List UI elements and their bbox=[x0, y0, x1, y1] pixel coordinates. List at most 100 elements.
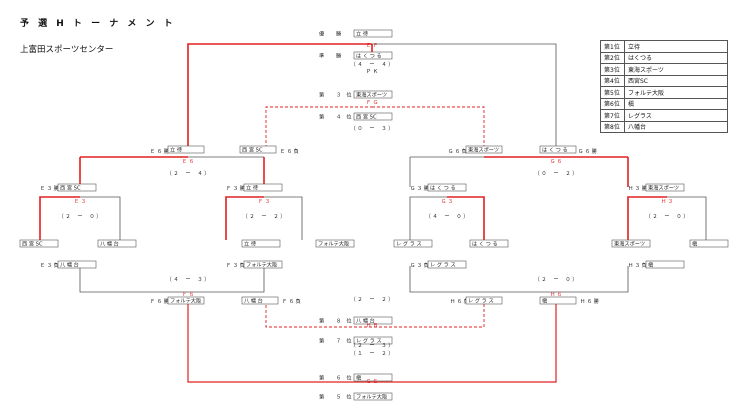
final-red-line bbox=[187, 43, 372, 146]
quarter-team: 東海スポーツ bbox=[648, 184, 679, 192]
lower-line bbox=[188, 266, 265, 293]
quarter-team: 西 宮 SC bbox=[60, 184, 81, 192]
semi-label: Ｅ ６ 負 bbox=[280, 147, 299, 155]
rank-label: 第8位 bbox=[600, 120, 625, 133]
lower-semi-label: Ｆ ６ 負 bbox=[282, 297, 301, 305]
center-place-label: 第 bbox=[319, 317, 324, 325]
quarter-label: Ｆ ３ 勝 bbox=[226, 184, 246, 192]
center-team-name-box bbox=[353, 392, 393, 401]
semi-team-box bbox=[239, 145, 277, 154]
semi-team: 東海スポーツ bbox=[468, 146, 499, 154]
first-round-team-box bbox=[611, 239, 651, 248]
first-round-team-box bbox=[97, 239, 137, 248]
rank-team: はくつる bbox=[624, 51, 728, 64]
quarter-line bbox=[39, 196, 80, 240]
quarter-label: Ｇ ３ 勝 bbox=[410, 184, 430, 192]
quarter-line bbox=[667, 196, 707, 240]
center-score: Ｐ Ｋ bbox=[366, 69, 378, 75]
rank-team: 立待 bbox=[624, 40, 728, 53]
center-score: （ ０ ー ３ ） bbox=[351, 125, 394, 132]
quarter-team: は く つ る bbox=[430, 185, 456, 192]
lower-semi-team: 八 幡 台 bbox=[244, 297, 263, 305]
final-line bbox=[372, 43, 557, 146]
center-team-name: 八 幡 台 bbox=[356, 317, 375, 325]
lower-semi-label: Ｈ ６ 勝 bbox=[580, 297, 600, 305]
center-team-name-box bbox=[353, 29, 393, 38]
first-round-team-box bbox=[315, 239, 355, 248]
semi-team-box bbox=[465, 145, 503, 154]
center-match-code: Ｈ Ｂ bbox=[366, 323, 378, 329]
ranking-row: 第2位はくつる bbox=[600, 51, 728, 64]
quarter-team-box bbox=[57, 183, 97, 192]
ranking-row: 第1位立待 bbox=[600, 40, 728, 53]
quarter-line bbox=[264, 196, 303, 240]
quarter-team-box bbox=[645, 183, 685, 192]
center-place-label: 第 bbox=[319, 374, 324, 382]
quarter-team-box bbox=[243, 183, 283, 192]
center-team-name: 西 宮 SC bbox=[356, 113, 377, 121]
center-team-name: は く つ る bbox=[356, 53, 382, 60]
center-place-label: 準 bbox=[319, 52, 324, 60]
first-round-team-box bbox=[689, 239, 729, 248]
center-match-code: Ｇ Ｅ bbox=[366, 379, 378, 385]
lower-semi-team: レ グ ラ ス bbox=[468, 297, 494, 305]
center-score: （ ４ ー ４ ） bbox=[351, 61, 394, 68]
semi-label: Ｅ ６ 勝 bbox=[150, 147, 170, 155]
center-team-name-box bbox=[353, 112, 393, 121]
loser-label: Ｈ ３ 負 bbox=[628, 261, 647, 269]
lower-line bbox=[409, 266, 484, 293]
first-round-team: は く つ る bbox=[472, 241, 498, 248]
semi-team: 西 宮 SC bbox=[242, 146, 263, 154]
center-match-code: Ｅ Ｆ bbox=[366, 43, 378, 49]
loser-label: Ｅ ３ 負 bbox=[40, 261, 59, 269]
lower-semi-team: 槇 bbox=[542, 297, 548, 305]
loser-team-box bbox=[243, 260, 283, 269]
loser-team: レ グ ラ ス bbox=[430, 261, 456, 269]
loser-team-box bbox=[57, 260, 97, 269]
center-position-label: ３ 位 bbox=[336, 91, 352, 99]
semi-score: （ ０ ー ２ ） bbox=[535, 170, 578, 177]
center-place-label: 第 bbox=[319, 113, 324, 121]
center-position-label: ８ 位 bbox=[336, 317, 352, 325]
center-place-label: 優 bbox=[319, 30, 325, 38]
lower-code: Ｆ ６ bbox=[182, 292, 194, 298]
lower-line bbox=[484, 266, 629, 293]
center-match-code: Ｆ Ｇ bbox=[366, 100, 378, 106]
semi-team: 立 待 bbox=[170, 146, 182, 154]
center-team-name-box bbox=[353, 51, 393, 60]
rank-team: 八幡台 bbox=[624, 120, 728, 133]
first-round-team: 八 幡 台 bbox=[100, 240, 119, 248]
semi-label: Ｇ ６ 負 bbox=[448, 147, 467, 155]
center-position-label: ５ 位 bbox=[336, 393, 352, 401]
center-score: （ ２ ー ２ ） bbox=[351, 296, 394, 303]
first-round-team: フォルテ大阪 bbox=[318, 240, 349, 248]
quarter-team: 立 待 bbox=[246, 184, 258, 192]
rank-label: 第2位 bbox=[600, 51, 625, 64]
center-team-name-box bbox=[353, 336, 393, 345]
quarter-label: Ｅ ３ 勝 bbox=[40, 184, 60, 192]
first-round-team: 立 待 bbox=[244, 240, 256, 248]
center-position-label: 勝 bbox=[336, 52, 342, 60]
semi-team-box bbox=[539, 145, 577, 154]
loser-team: フォルテ大阪 bbox=[246, 261, 277, 269]
center-position-label: ７ 位 bbox=[336, 337, 352, 345]
lower-semi-team-box bbox=[167, 296, 205, 305]
loser-team: 槇 bbox=[648, 261, 654, 269]
ranking-row: 第8位八幡台 bbox=[600, 120, 728, 133]
first-round-team-box bbox=[469, 239, 509, 248]
quarter-label: Ｈ ３ 勝 bbox=[628, 184, 648, 192]
ranking-row: 第5位フォルテ大阪 bbox=[600, 86, 728, 99]
center-score: （ １ ー ２ ） bbox=[351, 350, 394, 357]
ranking-table: 第1位立待 第2位はくつる 第3位東海スポーツ 第4位西宮SC 第5位フォルテ大… bbox=[600, 40, 728, 133]
lower-semi-team-box bbox=[539, 296, 577, 305]
center-team-name: フォルテ大阪 bbox=[356, 393, 387, 401]
quarter-line bbox=[225, 196, 264, 240]
semi-code: Ｇ ６ bbox=[550, 159, 562, 165]
center-team-name: 槇 bbox=[356, 374, 362, 382]
lower-code: Ｈ ６ bbox=[550, 292, 562, 298]
lower-line bbox=[79, 266, 188, 293]
first-round-team: 東海スポーツ bbox=[614, 240, 645, 248]
center-place-label: 第 bbox=[319, 393, 324, 401]
center-place-label: 第 bbox=[319, 91, 324, 99]
